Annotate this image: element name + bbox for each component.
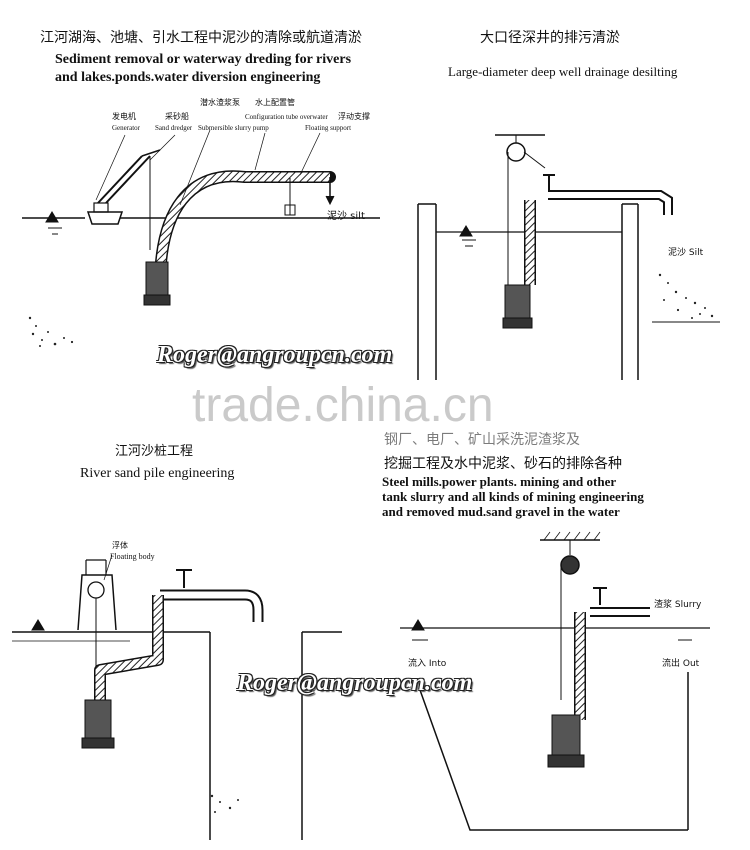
- panel-dredging-drawing: [22, 129, 380, 347]
- config-tube-label-en: Configuration tube overwater: [245, 113, 328, 121]
- floating-body-label-en: Floating body: [110, 552, 155, 561]
- slurry-label: 渣浆 Slurry: [654, 600, 702, 610]
- float-support-label-en: Floating support: [305, 124, 352, 132]
- dredging-title-en: Sediment removal or waterway dreding for…: [55, 51, 351, 87]
- silt-label: 泥沙 silt: [327, 211, 365, 222]
- dredging-title-en-line1: Sediment removal or waterway dreding for…: [55, 52, 352, 67]
- out-label: 流出 Out: [662, 659, 700, 669]
- into-label: 流入 Into: [408, 659, 447, 669]
- sandpile-title-en: River sand pile engineering: [80, 466, 235, 481]
- sandpile-title-cn: 江河沙桩工程: [115, 444, 194, 459]
- deepwell-silt-label: 泥沙 Silt: [668, 248, 704, 258]
- panel-tank-drawing: [400, 531, 710, 831]
- tank-title-cn-line1: 钢厂、电厂、矿山采洗泥渣浆及: [384, 432, 580, 448]
- dredger-label-cn: 采砂船: [165, 112, 189, 121]
- float-support-label-cn: 浮动支撑: [338, 112, 370, 121]
- floating-body-label-cn: 浮体: [112, 541, 128, 550]
- generator-label-cn: 发电机: [112, 112, 136, 121]
- deepwell-title-cn: 大口径深井的排污清淤: [480, 30, 620, 46]
- tank-title-en-line2: tank slurry and all kinds of mining engi…: [382, 489, 644, 504]
- tank-title-en-line3: and removed mud.sand gravel in the water: [382, 504, 620, 519]
- tank-title-cn-line2: 挖掘工程及水中泥浆、砂石的排除各种: [384, 456, 622, 472]
- deepwell-title-en: Large-diameter deep well drainage desilt…: [448, 64, 678, 79]
- dredging-title-cn: 江河湖海、池塘、引水工程中泥沙的清除或航道清淤: [40, 30, 362, 46]
- pump-label-cn: 潜水渣浆泵: [200, 98, 240, 107]
- tank-title-en: Steel mills.power plants. mining and oth…: [382, 474, 644, 519]
- dredger-label-en: Sand dredger: [155, 124, 193, 132]
- generator-label-en: Generator: [112, 124, 140, 132]
- tank-title-en-line1: Steel mills.power plants. mining and oth…: [382, 474, 617, 489]
- email-watermark-top: Roger@angroupcn.com: [157, 342, 393, 368]
- email-watermark-bottom: Roger@angroupcn.com: [237, 670, 473, 696]
- dredging-title-en-line2: and lakes.ponds.water diversion engineer…: [55, 70, 321, 85]
- panel-sandpile-drawing: [12, 554, 342, 840]
- panel-deepwell-drawing: [417, 134, 720, 380]
- site-watermark: trade.china.cn: [192, 379, 494, 432]
- pump-label-en: Submersible slurry pump: [198, 124, 269, 132]
- config-tube-label-cn: 水上配置管: [255, 98, 295, 107]
